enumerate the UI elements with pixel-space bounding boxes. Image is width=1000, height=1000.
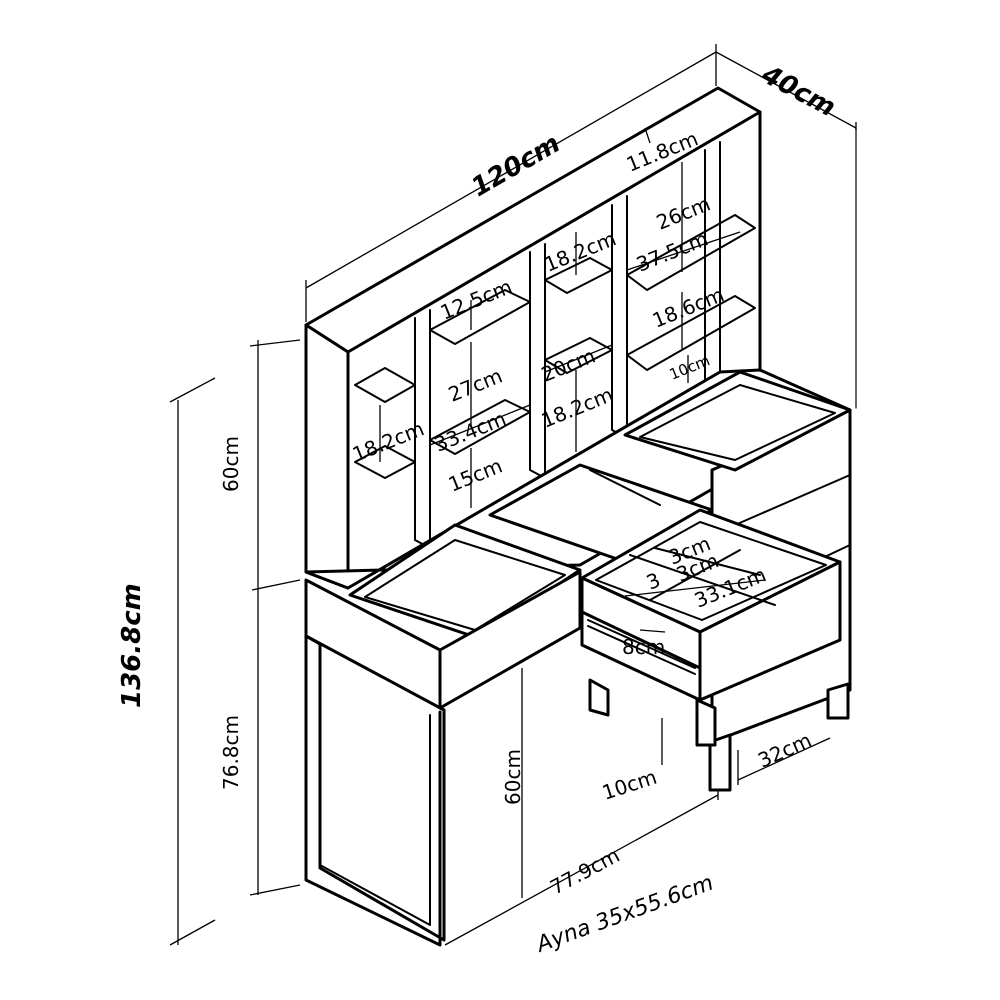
hutch-left-side	[304, 323, 350, 590]
shelf-left-mid-label: 27cm	[445, 363, 506, 406]
top-drawer-box	[623, 370, 852, 472]
drawer-unit-leg-mid	[695, 698, 717, 747]
drawer-depth-label: 8cm	[622, 635, 665, 659]
hutch-height-label: 60cm	[219, 436, 243, 492]
leg-height-label: 60cm	[501, 749, 525, 805]
clearance-label: 10cm	[599, 765, 660, 805]
left-drawer-front	[438, 570, 582, 710]
cabinet-leg-front	[708, 733, 732, 792]
desk-body	[304, 368, 852, 947]
shelf-right-mid-label: 18.6cm	[649, 282, 728, 332]
desk-length-label: 77.9cm	[546, 843, 624, 899]
depth-label: 40cm	[756, 59, 840, 123]
shelf-left-low-label: 15cm	[445, 453, 506, 496]
desk-height-label: 76.8cm	[219, 715, 243, 790]
lower-drawer-front	[580, 610, 702, 702]
shelf-left-width-label: 33.4cm	[431, 406, 510, 456]
cabinet-depth-label: 32cm	[754, 728, 815, 773]
cabinet-leg-back	[826, 682, 850, 720]
drawer-unit-leg-left	[588, 678, 610, 717]
shelf-center-lower-label: 18.2cm	[538, 382, 617, 432]
shelf-center-divider-label: 20cm	[538, 343, 599, 386]
total-height-label: 136.8cm	[117, 583, 147, 708]
dimension-lines	[169, 44, 857, 946]
left-frame	[304, 634, 446, 942]
shelf-right-width-label: 37.5cm	[633, 226, 712, 276]
